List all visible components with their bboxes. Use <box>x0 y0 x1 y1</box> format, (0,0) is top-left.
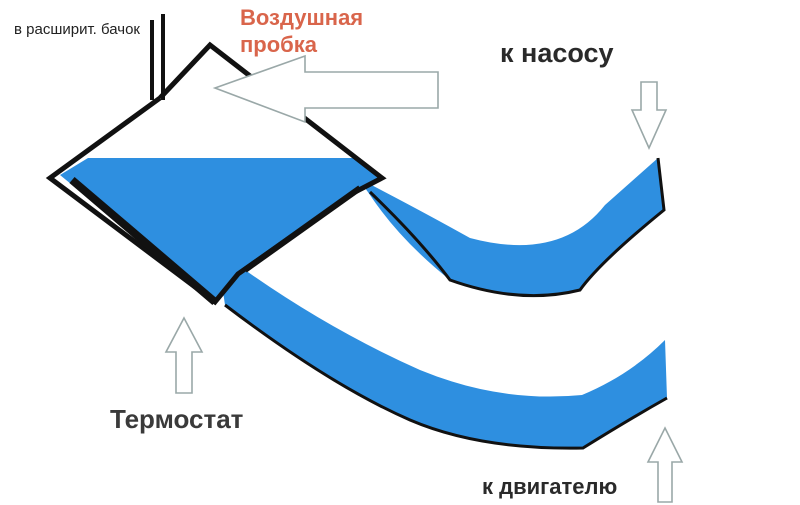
outlet-divider <box>243 185 362 273</box>
housing-coolant <box>60 158 378 302</box>
air-lock-label: Воздушная пробка <box>240 5 364 57</box>
lower-hose-coolant <box>222 270 667 449</box>
air-lock-arrow <box>212 54 439 124</box>
to-pump-arrow <box>630 81 668 150</box>
housing-bottom-thick <box>69 176 218 306</box>
expansion-tank-label: в расширит. бачок <box>14 21 140 38</box>
thermostat-label: Термостат <box>110 404 244 434</box>
upper-hose-outline <box>368 157 666 298</box>
to-engine-arrow <box>646 426 684 503</box>
to-engine-label: к двигателю <box>482 474 618 499</box>
to-pump-label: к насосу <box>500 38 614 68</box>
lower-hose-outline <box>224 303 668 450</box>
thermostat-arrow <box>164 316 204 394</box>
